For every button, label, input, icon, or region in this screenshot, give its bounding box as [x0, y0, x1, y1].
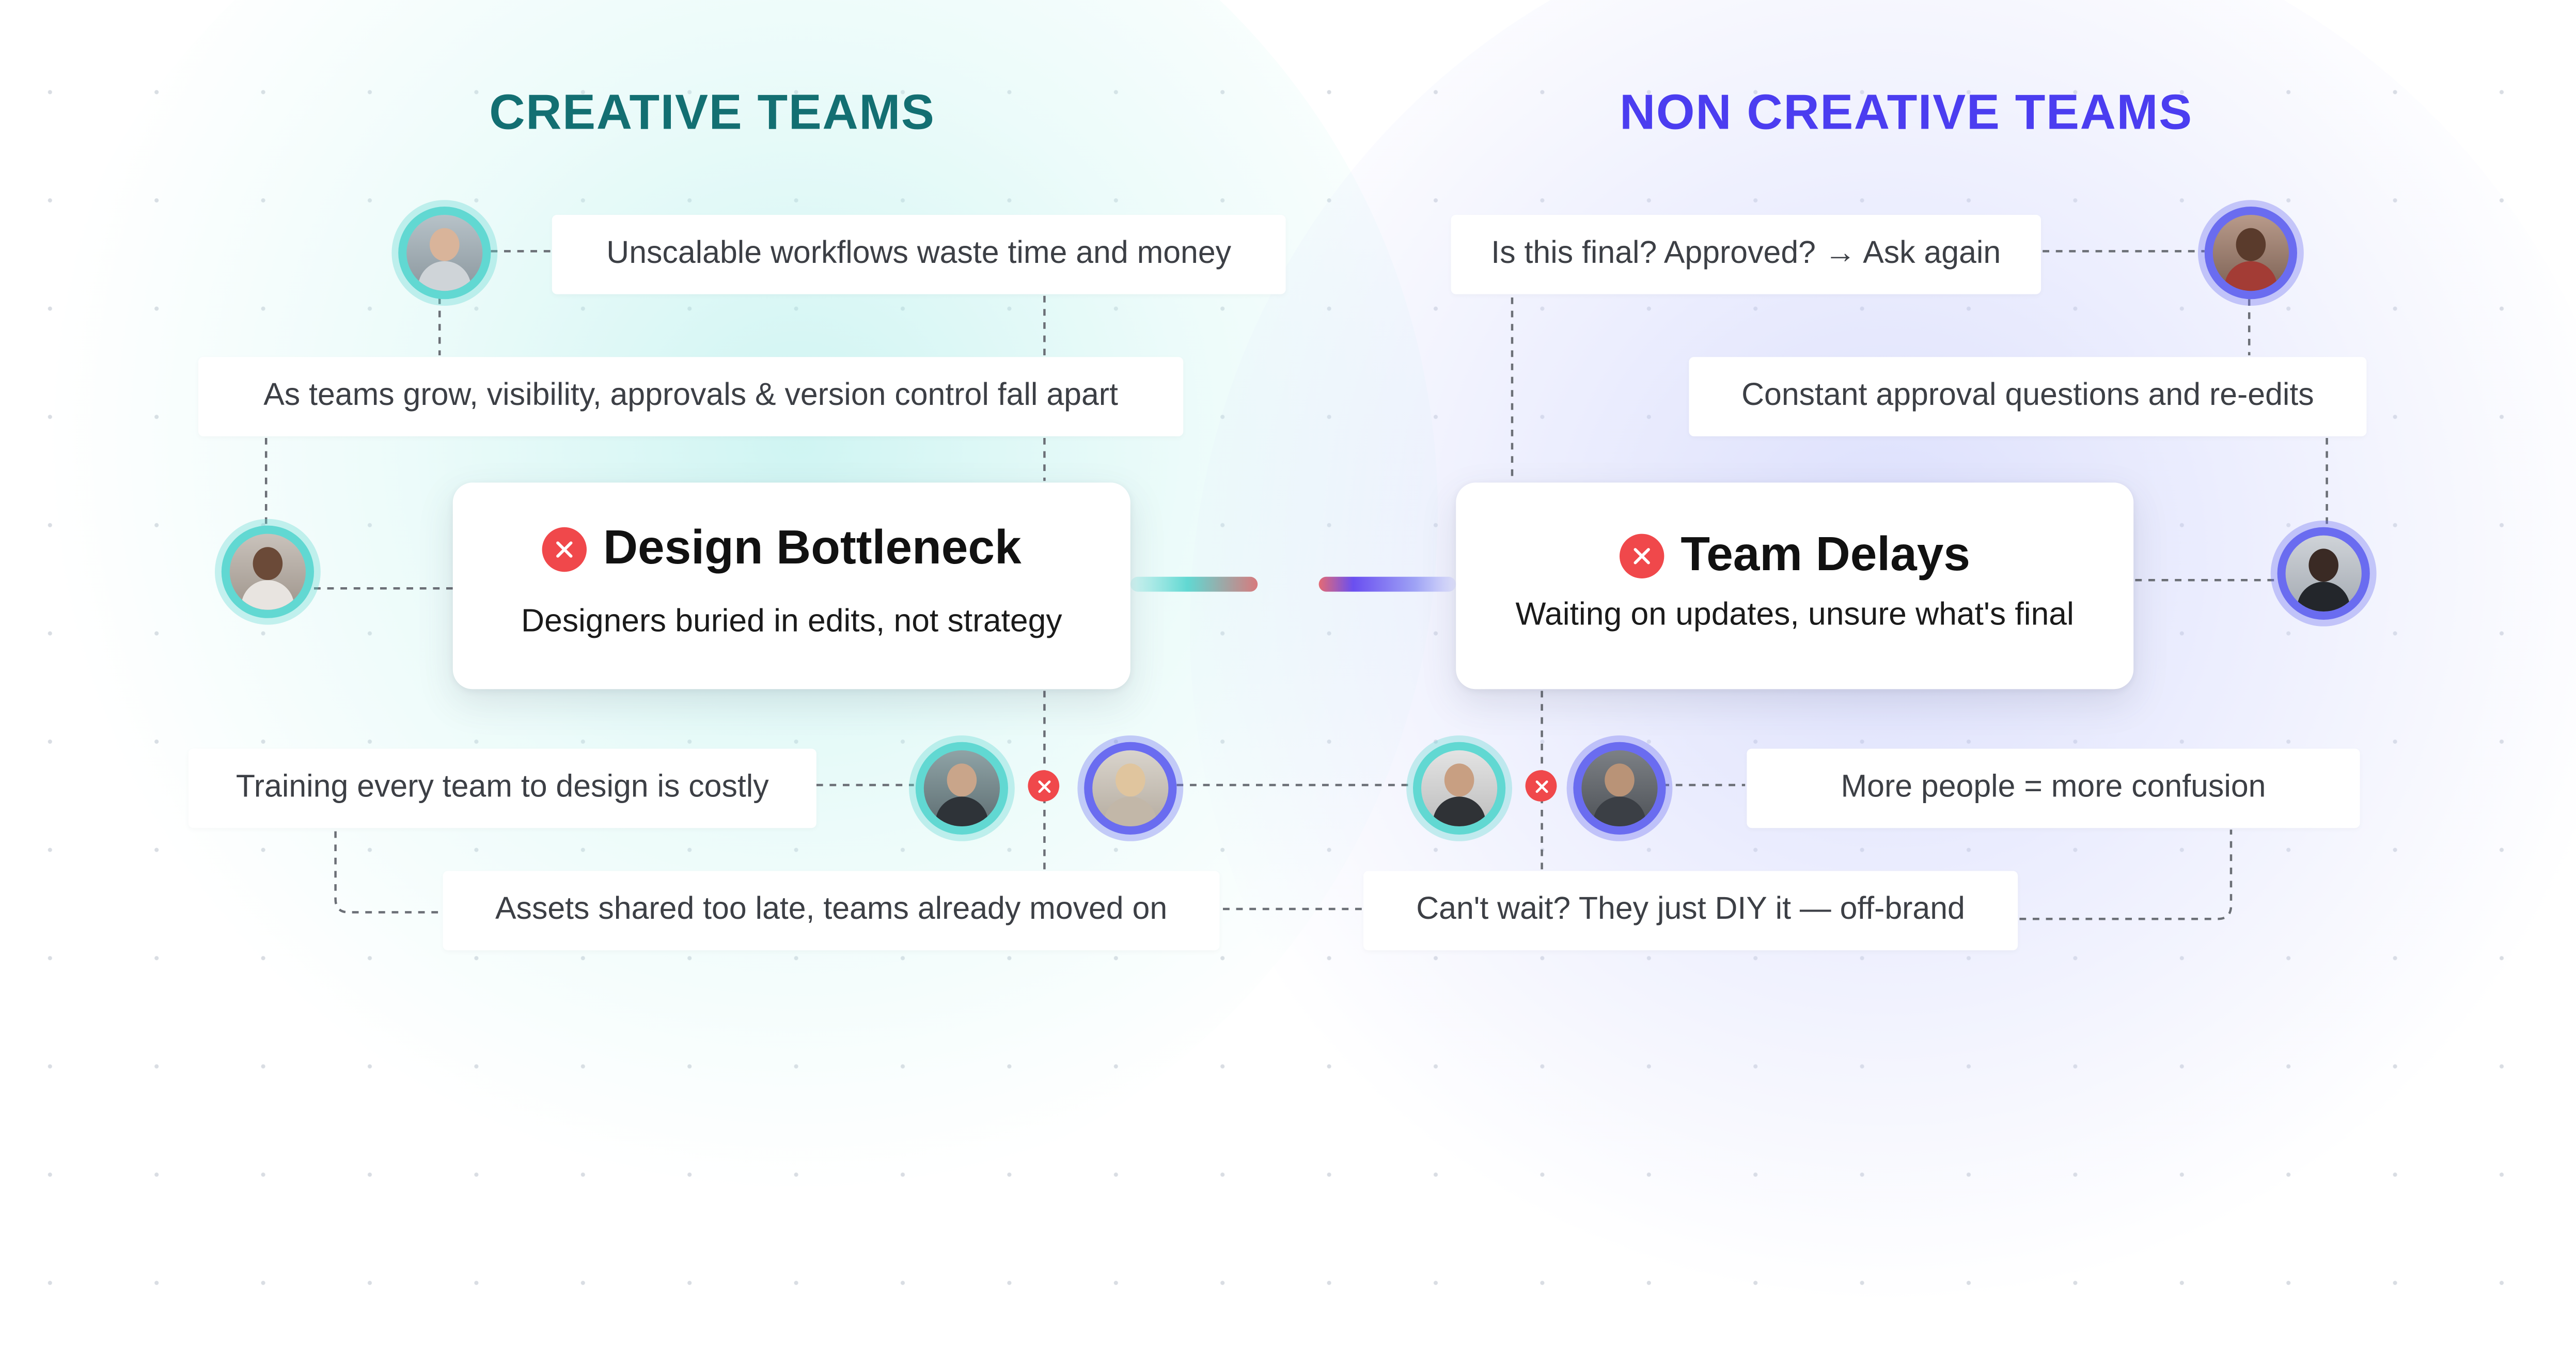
avatar-blonde-woman — [1084, 742, 1177, 835]
avatar-glasses-man — [1413, 742, 1506, 835]
design-bottleneck-card: Design Bottleneck Designers buried in ed… — [452, 482, 1130, 689]
chip-cant-wait: Can't wait? They just DIY it — off-brand — [1363, 871, 2018, 950]
chip-constant-approval: Constant approval questions and re-edits — [1689, 357, 2367, 436]
avatar-frustrated-woman — [398, 207, 491, 300]
chip-unscalable-workflows: Unscalable workflows waste time and mone… — [552, 215, 1286, 294]
connector-training-assets — [334, 831, 443, 914]
avatar-headset-woman — [2277, 527, 2370, 620]
avatar-bearded-man — [915, 742, 1008, 835]
creative-teams-heading: CREATIVE TEAMS — [489, 86, 935, 140]
chip-assets-late: Assets shared too late, teams already mo… — [443, 871, 1220, 950]
x-circle-icon — [1620, 534, 1664, 578]
team-delays-subtitle: Waiting on updates, unsure what's final — [1515, 597, 2074, 633]
design-bottleneck-title: Design Bottleneck — [603, 522, 1022, 575]
x-circle-icon — [1525, 770, 1557, 802]
avatar-phone-man — [2204, 207, 2297, 300]
x-circle-icon — [1028, 770, 1060, 802]
design-bottleneck-subtitle: Designers buried in edits, not strategy — [521, 603, 1062, 640]
avatar-stressed-woman — [221, 525, 314, 618]
connector-cantwait-morepeople — [2019, 829, 2233, 920]
non-creative-connector-bar — [1318, 576, 1456, 592]
chip-is-this-final: Is this final? Approved? → Ask again — [1451, 215, 2041, 294]
avatar-tired-man — [1573, 742, 1666, 835]
design-bottleneck-title-row: Design Bottleneck — [542, 522, 1022, 577]
team-delays-title-row: Team Delays — [1620, 529, 1970, 584]
non-creative-teams-heading: NON CREATIVE TEAMS — [1620, 86, 2193, 140]
x-circle-icon — [542, 527, 587, 572]
creative-connector-bar — [1130, 576, 1258, 592]
chip-training-costly: Training every team to design is costly — [188, 748, 816, 828]
chip-more-people: More people = more confusion — [1747, 748, 2360, 828]
team-delays-card: Team Delays Waiting on updates, unsure w… — [1456, 482, 2134, 689]
chip-teams-grow: As teams grow, visibility, approvals & v… — [198, 357, 1184, 436]
team-delays-title: Team Delays — [1680, 529, 1970, 582]
